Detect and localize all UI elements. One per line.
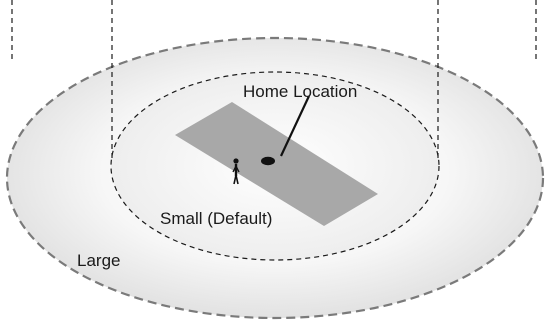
small-zone-label: Small (Default) xyxy=(160,209,272,228)
home-area-plate xyxy=(175,102,378,226)
person-icon xyxy=(232,158,240,185)
home-location-marker-icon xyxy=(261,156,275,166)
large-zone-label: Large xyxy=(77,251,120,270)
home-location-leader-line xyxy=(280,95,310,157)
home-location-label: Home Location xyxy=(243,82,357,101)
